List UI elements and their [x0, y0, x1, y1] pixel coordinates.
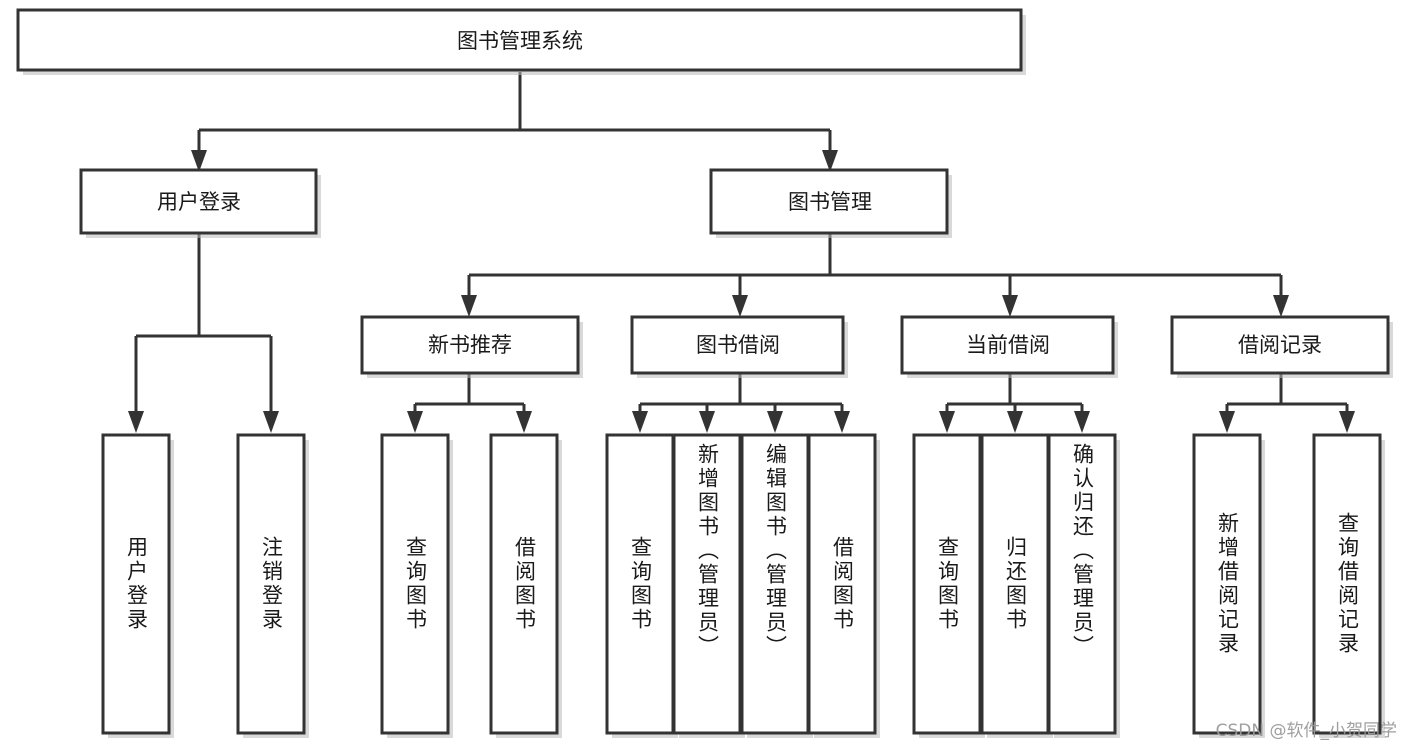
arrow-borrow-record-leaf1 — [1219, 411, 1235, 433]
arrow-current-borrow-leaf2 — [1007, 411, 1023, 433]
arrow-root-to-user-login — [191, 150, 207, 172]
node-root-box[interactable] — [16, 8, 1023, 72]
arrow-to-borrow-record — [1273, 295, 1289, 317]
arrow-new-book-leaf2 — [516, 411, 532, 433]
arrow-book-borrow-leaf3 — [767, 411, 783, 433]
node-borrow-record-box[interactable] — [1170, 315, 1390, 375]
leaf-box-book-borrow-1[interactable] — [605, 433, 675, 735]
arrow-book-borrow-leaf1 — [632, 411, 648, 433]
arrow-new-book-leaf1 — [407, 411, 423, 433]
leaf-box-user-login-2[interactable] — [236, 433, 306, 735]
leaf-box-book-borrow-4[interactable] — [807, 433, 877, 735]
node-book-mgmt-label: 图书管理 — [788, 190, 872, 214]
leaf-box-book-borrow-3[interactable] — [740, 433, 810, 735]
node-user-login-box[interactable] — [79, 168, 318, 235]
leaf-box-user-login-1[interactable] — [101, 433, 171, 735]
node-user-login-label: 用户登录 — [157, 190, 241, 214]
leaf-box-current-borrow-1[interactable] — [912, 433, 982, 735]
leaf-box-book-borrow-2[interactable] — [672, 433, 742, 735]
node-book-mgmt-box[interactable] — [709, 168, 949, 235]
leaf-box-borrow-record-1[interactable] — [1192, 433, 1262, 735]
arrow-current-borrow-leaf3 — [1074, 411, 1090, 433]
node-borrow-record-label: 借阅记录 — [1238, 333, 1322, 357]
arrow-to-book-borrow — [732, 295, 748, 317]
boxes-layer — [16, 8, 1390, 735]
labels-layer: 图书管理系统 用户登录 图书管理 新书推荐 图书借阅 当前借阅 借阅记录 — [157, 29, 1322, 357]
node-new-book-label: 新书推荐 — [428, 333, 512, 357]
arrow-user-login-leaf2 — [263, 411, 279, 433]
node-book-borrow-label: 图书借阅 — [696, 333, 780, 357]
arrow-borrow-record-leaf2 — [1339, 411, 1355, 433]
arrow-to-new-book — [461, 295, 477, 317]
leaf-box-borrow-record-2[interactable] — [1312, 433, 1382, 735]
leaf-box-current-borrow-2[interactable] — [980, 433, 1050, 735]
arrow-book-borrow-leaf4 — [834, 411, 850, 433]
connectors-layer — [128, 72, 1355, 433]
leaf-box-current-borrow-3[interactable] — [1047, 433, 1117, 735]
node-root-label: 图书管理系统 — [457, 29, 583, 53]
node-current-borrow-label: 当前借阅 — [966, 333, 1050, 357]
arrow-user-login-leaf1 — [128, 411, 144, 433]
arrow-book-borrow-leaf2 — [699, 411, 715, 433]
arrow-current-borrow-leaf1 — [939, 411, 955, 433]
leaf-box-new-book-1[interactable] — [380, 433, 450, 735]
leaf-box-new-book-2[interactable] — [489, 433, 559, 735]
node-current-borrow-box[interactable] — [900, 315, 1115, 375]
node-new-book-box[interactable] — [360, 315, 580, 375]
node-book-borrow-box[interactable] — [630, 315, 845, 375]
arrow-root-to-book-mgmt — [822, 150, 838, 172]
arrow-to-current-borrow — [1002, 295, 1018, 317]
